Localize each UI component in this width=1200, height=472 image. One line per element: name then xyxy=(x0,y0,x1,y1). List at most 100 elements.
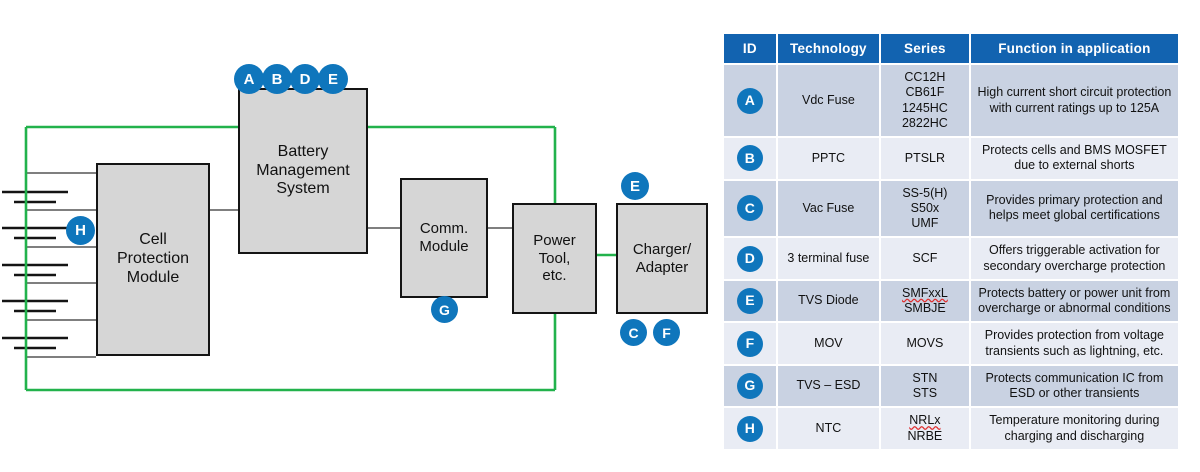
function-line: charging and discharging xyxy=(1004,428,1145,443)
power-tool-label: Power Tool, etc. xyxy=(533,231,576,285)
row-badge-h[interactable]: H xyxy=(736,415,763,442)
function-line: transients such as lightning, etc. xyxy=(985,343,1164,358)
technology-cell: TVS – ESD xyxy=(777,365,880,407)
series-item: S50x xyxy=(910,200,940,215)
function-line: Provides protection from voltage xyxy=(984,328,1164,343)
row-badge-e[interactable]: E xyxy=(736,288,763,314)
technology-cell: TVS Diode xyxy=(777,280,880,322)
series-item: SS-5(H) xyxy=(902,185,948,200)
technology-cell: Vdc Fuse xyxy=(777,65,880,136)
power-tool[interactable]: Power Tool, etc. xyxy=(512,203,597,314)
function-line: ESD or other transients xyxy=(1009,386,1140,400)
charger-adapter[interactable]: Charger/ Adapter xyxy=(616,203,708,314)
technology-cell: 3 terminal fuse xyxy=(777,238,880,279)
comm-module-label: Comm. Module xyxy=(419,220,469,255)
function-line: Temperature monitoring during xyxy=(989,413,1160,428)
series-item: MOVS xyxy=(906,335,944,350)
row-badge-g[interactable]: G xyxy=(736,373,763,399)
row-id-cell: F xyxy=(724,323,776,364)
row-badge-f[interactable]: F xyxy=(736,330,763,357)
series-cell: PTSLR xyxy=(881,138,969,179)
row-badge-d[interactable]: D xyxy=(736,245,763,272)
cell-protection-module[interactable]: Cell Protection Module xyxy=(96,163,210,356)
function-line: Offers triggerable activation for xyxy=(989,243,1160,258)
battery-management-system[interactable]: Battery Management System xyxy=(238,88,368,254)
diagram-badge-d[interactable]: D xyxy=(290,64,320,94)
cell-sense-wires xyxy=(26,172,96,358)
row-id-cell: E xyxy=(724,280,776,322)
series-item: 1245HC xyxy=(901,100,948,115)
row-id-cell: B xyxy=(724,138,776,179)
column-header-technology: Technology xyxy=(777,34,880,63)
series-cell: SCF xyxy=(881,238,969,279)
diagram-badge-e-bms[interactable]: E xyxy=(318,64,348,94)
series-item: SMFxxL xyxy=(901,285,948,300)
diagram-badge-e-charger[interactable]: E xyxy=(621,172,649,200)
series-item: PTSLR xyxy=(904,150,946,165)
column-header-function: Function in application xyxy=(970,34,1178,63)
series-item: CB61F xyxy=(905,85,945,100)
comm-module[interactable]: Comm. Module xyxy=(400,178,488,298)
series-cell: MOVS xyxy=(881,323,969,364)
series-item: SCF xyxy=(912,250,938,265)
battery-management-system-label: Battery Management System xyxy=(256,142,350,198)
technology-cell: NTC xyxy=(777,408,880,449)
diagram-badge-h[interactable]: H xyxy=(66,216,95,245)
series-item: SMBJE xyxy=(904,301,946,315)
technology-cell: PPTC xyxy=(777,138,880,179)
diagram-badge-c[interactable]: C xyxy=(620,319,647,346)
diagram-badge-g[interactable]: G xyxy=(431,296,458,323)
table-row: D 3 terminal fuse SCF Offers triggerable ac… xyxy=(724,238,1178,279)
row-id-cell: H xyxy=(724,408,776,449)
series-item: UMF xyxy=(911,216,939,230)
row-badge-c[interactable]: C xyxy=(736,195,763,222)
table-header: ID Technology Series Function in applica… xyxy=(724,34,1178,63)
function-line: High current short circuit protection xyxy=(977,85,1172,100)
series-item: CC12H xyxy=(904,70,946,84)
function-line: due to external shorts xyxy=(1014,158,1135,173)
battery-cell-stack xyxy=(2,190,68,350)
diagram-badge-f[interactable]: F xyxy=(653,319,680,346)
table-row: F MOV MOVS Provides protection from voltage… xyxy=(724,323,1178,364)
cell-protection-module-label: Cell Protection Module xyxy=(116,231,190,286)
diagram-badge-b[interactable]: B xyxy=(262,64,292,94)
column-header-series: Series xyxy=(881,34,969,63)
table-header-row: ID Technology Series Function in applica… xyxy=(724,34,1178,63)
series-item: STS xyxy=(912,386,938,400)
function-line: Protects cells and BMS MOSFET xyxy=(981,143,1167,157)
function-line: overcharge or abnormal conditions xyxy=(978,301,1171,315)
charger-adapter-label: Charger/ Adapter xyxy=(632,240,692,276)
battery-system-block-diagram: Cell Protection Module Battery Managemen… xyxy=(2,64,708,392)
technology-cell: MOV xyxy=(777,323,880,364)
series-item: NRLx xyxy=(909,413,941,428)
row-id-cell: D xyxy=(724,238,776,279)
technology-cell: Vac Fuse xyxy=(777,180,880,237)
row-id-cell: A xyxy=(724,65,776,136)
protection-component-table: ID Technology Series Function in applica… xyxy=(722,32,1180,451)
row-badge-a[interactable]: A xyxy=(736,87,763,114)
diagram-badge-a[interactable]: A xyxy=(234,64,264,94)
function-line: secondary overcharge protection xyxy=(983,258,1166,273)
row-badge-b[interactable]: B xyxy=(736,145,763,172)
function-line: helps meet global certifications xyxy=(988,208,1160,223)
diagram-wiring xyxy=(2,125,616,392)
function-line: with current ratings up to 125A xyxy=(989,100,1160,115)
series-item: STN xyxy=(912,370,938,385)
